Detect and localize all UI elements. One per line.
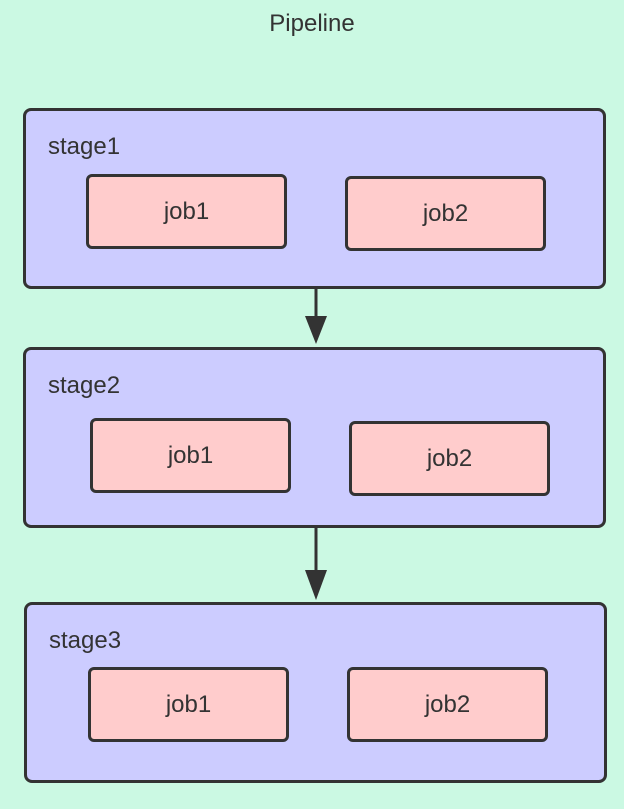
stage-3-job-2: job2 [347,667,548,742]
stage-3: stage3 job1 job2 [24,602,607,783]
stage-2: stage2 job1 job2 [23,347,606,528]
stage-1-job-1: job1 [86,174,287,249]
stage-3-job-1: job1 [88,667,289,742]
stage-1: stage1 job1 job2 [23,108,606,289]
stage-2-job-1: job1 [90,418,291,493]
stage-2-job-2: job2 [349,421,550,496]
stage-1-job-2: job2 [345,176,546,251]
diagram-title: Pipeline [269,10,355,37]
stage-2-label: stage2 [48,372,121,399]
stage-3-label: stage3 [49,627,122,654]
stage-1-label: stage1 [48,133,121,160]
